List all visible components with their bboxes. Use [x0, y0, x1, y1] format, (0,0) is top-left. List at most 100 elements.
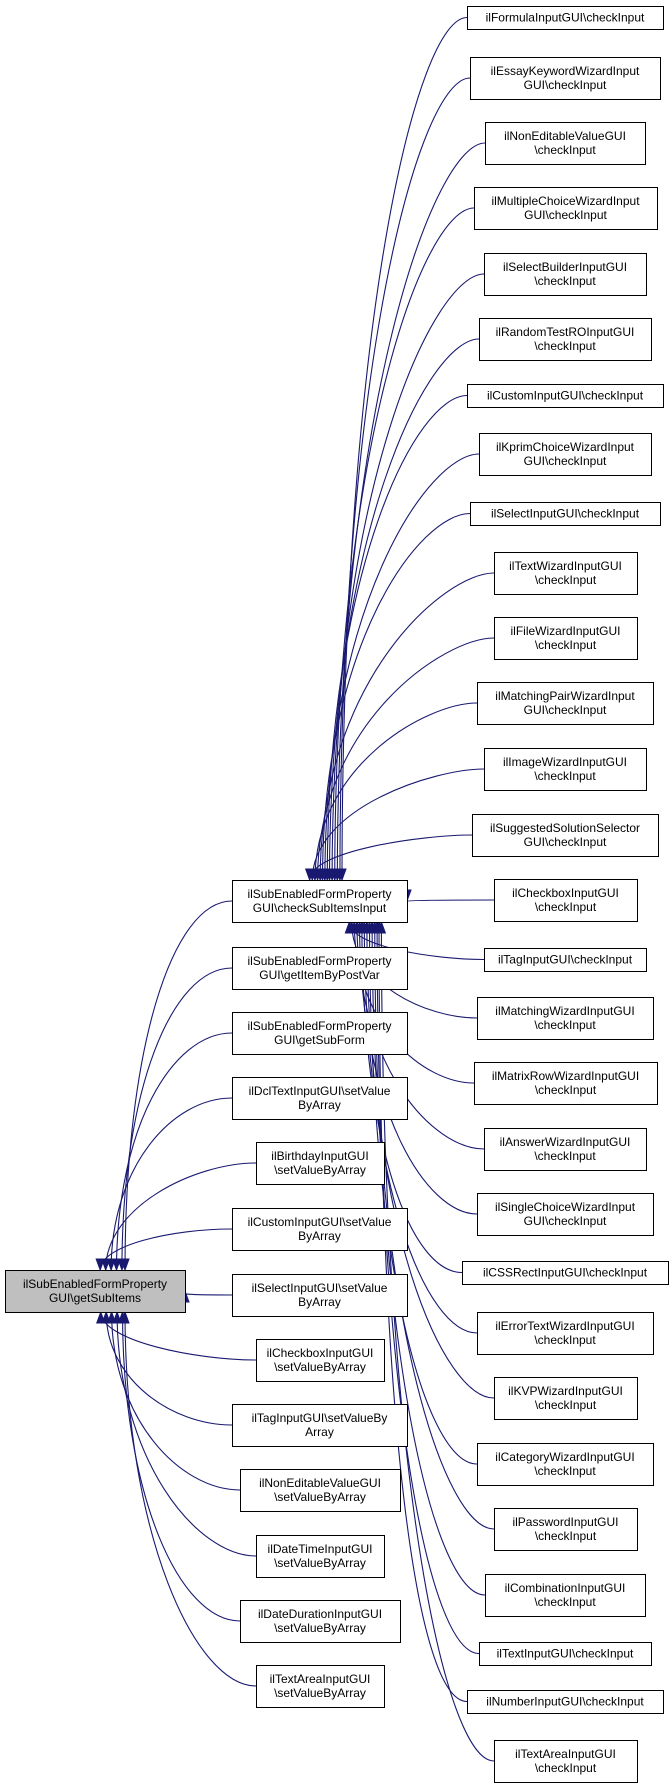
node-label: ilPasswordInputGUI	[512, 1515, 618, 1529]
node-label: GUI\checkInput	[524, 208, 607, 222]
graph-node-m2[interactable]: ilSubEnabledFormPropertyGUI\getItemByPos…	[232, 947, 408, 990]
node-label: ilTagInputGUI\checkInput	[498, 953, 633, 967]
graph-node-r14[interactable]: ilSuggestedSolutionSelectorGUI\checkInpu…	[472, 814, 659, 857]
graph-node-r19[interactable]: ilAnswerWizardInputGUI\checkInput	[484, 1128, 647, 1171]
graph-node-r28[interactable]: ilNumberInputGUI\checkInput	[467, 1690, 664, 1714]
node-label: ilSubEnabledFormProperty	[23, 1277, 167, 1291]
graph-node-m5[interactable]: ilBirthdayInputGUI\setValueByArray	[256, 1142, 385, 1185]
graph-node-r27[interactable]: ilTextInputGUI\checkInput	[479, 1642, 652, 1666]
node-box	[256, 1339, 385, 1382]
node-label: \checkInput	[534, 1333, 596, 1347]
edge-r14-to-hub-arrowhead	[304, 868, 315, 882]
node-label: ilTagInputGUI\setValueBy	[252, 1411, 388, 1425]
node-box	[474, 187, 658, 230]
edge-m13-to-root	[120, 1310, 257, 1687]
graph-node-r10[interactable]: ilTextWizardInputGUI\checkInput	[494, 552, 638, 595]
node-label: ilTextInputGUI\checkInput	[497, 1647, 634, 1661]
graph-node-m12[interactable]: ilDateDurationInputGUI\setValueByArray	[240, 1600, 401, 1643]
graph-node-r1[interactable]: ilFormulaInputGUI\checkInput	[467, 6, 664, 30]
node-label: ilDclTextInputGUI\setValue	[249, 1084, 391, 1098]
graph-node-r11[interactable]: ilFileWizardInputGUI\checkInput	[494, 617, 638, 660]
edge-r11-to-hub-line	[316, 637, 495, 881]
graph-node-r6[interactable]: ilRandomTestROInputGUI\checkInput	[479, 318, 652, 361]
node-label: ilImageWizardInputGUI	[503, 755, 627, 769]
node-box	[256, 1665, 385, 1708]
node-label: ilSelectInputGUI\setValue	[252, 1281, 388, 1295]
node-box	[470, 502, 661, 526]
node-box	[467, 1690, 664, 1714]
node-box	[494, 617, 638, 660]
edge-m2-to-root-line	[121, 967, 233, 1271]
node-label: GUI\checkInput	[524, 835, 607, 849]
graph-node-r25[interactable]: ilPasswordInputGUI\checkInput	[494, 1508, 638, 1551]
graph-node-r29[interactable]: ilTextAreaInputGUI\checkInput	[494, 1740, 638, 1783]
edge-m6-to-root	[95, 1228, 233, 1272]
node-label: GUI\checkInput	[524, 1214, 607, 1228]
edge-r5-to-hub-line	[331, 273, 485, 881]
node-box	[232, 1077, 408, 1120]
node-box	[5, 1270, 186, 1313]
edge-r28-to-hub-line	[378, 921, 468, 1703]
graph-node-r16[interactable]: ilTagInputGUI\checkInput	[484, 948, 647, 972]
edge-m5-to-root-line	[105, 1162, 257, 1271]
node-label: \checkInput	[534, 1018, 596, 1032]
graph-node-r17[interactable]: ilMatchingWizardInputGUI\checkInput	[477, 997, 654, 1040]
graph-node-r5[interactable]: ilSelectBuilderInputGUI\checkInput	[484, 253, 647, 296]
node-box	[232, 1404, 408, 1447]
graph-node-r13[interactable]: ilImageWizardInputGUI\checkInput	[484, 748, 647, 791]
edge-m7-to-root-line	[183, 1290, 233, 1296]
node-box	[240, 1600, 401, 1643]
node-box	[477, 1193, 654, 1236]
node-label: ilSubEnabledFormProperty	[247, 887, 391, 901]
graph-node-r15[interactable]: ilCheckboxInputGUI\checkInput	[494, 879, 638, 922]
node-box	[477, 1443, 654, 1486]
node-label: \setValueByArray	[274, 1686, 366, 1700]
edge-r29-to-hub-line	[380, 921, 495, 1762]
graph-node-m4[interactable]: ilDclTextInputGUI\setValueByArray	[232, 1077, 408, 1120]
node-box	[467, 384, 664, 408]
graph-node-r21[interactable]: ilCSSRectInputGUI\checkInput	[462, 1261, 669, 1285]
node-box	[474, 1062, 658, 1105]
edge-r3-to-hub-line	[336, 142, 486, 881]
node-box	[484, 253, 647, 296]
graph-node-r7[interactable]: ilCustomInputGUI\checkInput	[467, 384, 664, 408]
graph-node-m11[interactable]: ilDateTimeInputGUI\setValueByArray	[256, 1535, 385, 1578]
edge-m7-to-root	[180, 1289, 233, 1303]
edges-layer	[95, 16, 495, 1762]
graph-node-m10[interactable]: ilNonEditableValueGUI\setValueByArray	[240, 1469, 401, 1512]
graph-node-m6[interactable]: ilCustomInputGUI\setValueByArray	[232, 1208, 408, 1251]
graph-node-r24[interactable]: ilCategoryWizardInputGUI\checkInput	[477, 1443, 654, 1486]
graph-node-hub[interactable]: ilSubEnabledFormPropertyGUI\checkSubItem…	[232, 880, 408, 923]
graph-node-m13[interactable]: ilTextAreaInputGUI\setValueByArray	[256, 1665, 385, 1708]
graph-node-r4[interactable]: ilMultipleChoiceWizardInputGUI\checkInpu…	[474, 187, 658, 230]
graph-node-r22[interactable]: ilErrorTextWizardInputGUI\checkInput	[477, 1312, 654, 1355]
node-label: ilRandomTestROInputGUI	[496, 325, 635, 339]
node-label: \checkInput	[535, 1761, 597, 1775]
node-box	[232, 1012, 408, 1055]
node-label: \setValueByArray	[274, 1360, 366, 1374]
graph-node-m9[interactable]: ilTagInputGUI\setValueByArray	[232, 1404, 408, 1447]
graph-node-r3[interactable]: ilNonEditableValueGUI\checkInput	[485, 122, 646, 165]
graph-node-r26[interactable]: ilCombinationInputGUI\checkInput	[485, 1574, 646, 1617]
node-label: ilTextAreaInputGUI	[515, 1747, 616, 1761]
node-box	[484, 748, 647, 791]
graph-node-r23[interactable]: ilKVPWizardInputGUI\checkInput	[494, 1377, 638, 1420]
graph-node-r18[interactable]: ilMatrixRowWizardInputGUI\checkInput	[474, 1062, 658, 1105]
node-box	[467, 6, 664, 30]
node-label: \checkInput	[535, 900, 597, 914]
node-label: \checkInput	[535, 1398, 597, 1412]
node-label: GUI\checkSubItemsInput	[253, 901, 387, 915]
edge-r9-to-hub	[317, 512, 471, 882]
node-label: ilSingleChoiceWizardInput	[495, 1200, 636, 1214]
graph-node-m8[interactable]: ilCheckboxInputGUI\setValueByArray	[256, 1339, 385, 1382]
edge-m13-to-root-line	[124, 1311, 257, 1687]
graph-node-m7[interactable]: ilSelectInputGUI\setValueByArray	[232, 1274, 408, 1317]
graph-node-r9[interactable]: ilSelectInputGUI\checkInput	[470, 502, 661, 526]
